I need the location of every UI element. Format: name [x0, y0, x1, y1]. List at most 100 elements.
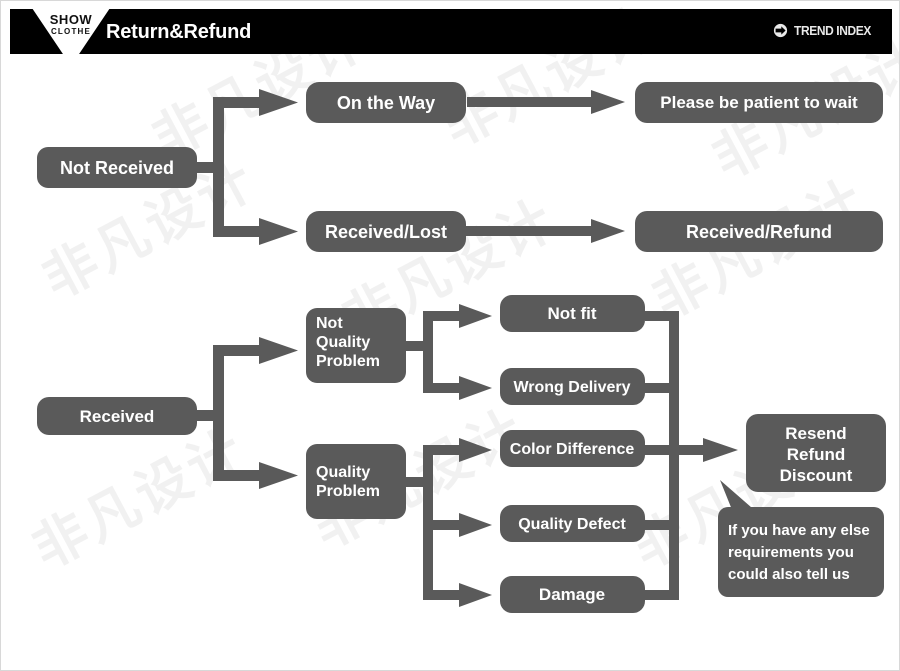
connector-line	[423, 383, 465, 393]
connector-line	[213, 97, 265, 108]
node-received-lost[interactable]: Received/Lost	[306, 211, 466, 252]
node-wrong-delivery[interactable]: Wrong Delivery	[500, 368, 645, 405]
page-title: Return&Refund	[106, 21, 252, 43]
node-box	[306, 82, 466, 123]
connector-line	[197, 162, 219, 173]
node-color-difference[interactable]: Color Difference	[500, 430, 645, 467]
node-label: Not fit	[547, 304, 596, 323]
connector-line	[406, 341, 428, 351]
node-label-line: Quality	[316, 464, 370, 481]
arrow-head	[259, 462, 298, 489]
node-label-line: Resend	[785, 424, 846, 443]
node-box	[635, 211, 883, 252]
arrow-head	[591, 219, 625, 243]
node-quality-defect[interactable]: Quality Defect	[500, 505, 645, 542]
node-label-line: Quality	[316, 334, 370, 351]
node-label-line: Problem	[316, 353, 380, 370]
callout-box	[718, 507, 884, 597]
arrow-head	[259, 337, 298, 364]
node-quality-problem[interactable]: Quality Problem	[306, 444, 406, 519]
node-label: Color Difference	[510, 441, 635, 458]
connector-line	[406, 477, 428, 487]
node-label: Received	[80, 407, 155, 426]
connector-line	[645, 590, 677, 600]
node-label: Not Received	[60, 158, 174, 178]
node-box	[500, 295, 645, 332]
node-label: Damage	[539, 585, 605, 604]
header-bar: SHOW CLOTHE Return&Refund TREND INDEX	[10, 9, 892, 54]
node-label-line: Problem	[316, 483, 380, 500]
connector-group-received-root	[197, 337, 298, 489]
connector-line	[423, 311, 465, 321]
node-box	[635, 82, 883, 123]
arrow-head	[459, 438, 492, 462]
node-label: Received/Lost	[325, 222, 447, 242]
node-label-line: Not	[316, 315, 343, 332]
node-on-the-way[interactable]: On the Way	[306, 82, 466, 123]
node-label: On the Way	[337, 93, 435, 113]
connector-line	[423, 445, 465, 455]
arrow-head	[259, 89, 298, 116]
connector-line	[213, 345, 224, 481]
node-not-quality-problem[interactable]: Not Quality Problem	[306, 308, 406, 383]
connector-line	[213, 97, 224, 237]
node-box	[746, 414, 886, 492]
connector-line	[467, 97, 597, 107]
node-box	[500, 505, 645, 542]
node-please-be-patient[interactable]: Please be patient to wait	[635, 82, 883, 123]
connector-line	[423, 311, 433, 393]
connector-line	[669, 445, 709, 455]
node-label-line: Refund	[787, 445, 846, 464]
connector-line	[645, 311, 677, 321]
trend-index-brand: TREND INDEX	[773, 23, 878, 38]
connector-group-not-quality	[406, 304, 492, 400]
connector-line	[457, 226, 597, 236]
connector-line	[213, 226, 265, 237]
connector-line	[213, 345, 265, 356]
arrow-head	[259, 218, 298, 245]
connector-group-quality	[406, 438, 492, 607]
node-not-received[interactable]: Not Received	[37, 147, 197, 188]
flowchart: Not Received On the Way Please be patien…	[37, 82, 886, 613]
node-resend-refund-discount[interactable]: Resend Refund Discount	[746, 414, 886, 492]
node-label: Please be patient to wait	[660, 93, 858, 112]
node-label-line: Discount	[780, 466, 853, 485]
node-box	[37, 397, 197, 435]
callout-line: could also tell us	[728, 566, 850, 583]
logo-top-text: SHOW	[49, 12, 93, 27]
brand-label: TREND INDEX	[794, 23, 872, 38]
section-received: Received Not Quality Problem Quality Pro…	[37, 295, 886, 613]
circle-arrow-icon	[774, 23, 788, 38]
node-received-refund[interactable]: Received/Refund	[635, 211, 883, 252]
node-box	[500, 368, 645, 405]
arrow-head	[459, 513, 492, 537]
arrow-head	[591, 90, 625, 114]
show-clothe-logo: SHOW CLOTHE	[32, 9, 110, 54]
node-box	[37, 147, 197, 188]
node-label: Wrong Delivery	[513, 379, 630, 396]
arrow-head	[703, 438, 738, 462]
node-box	[500, 576, 645, 613]
node-label: Received/Refund	[686, 222, 832, 242]
callout-requirements[interactable]: If you have any else requirements you co…	[718, 480, 884, 597]
node-box	[306, 444, 406, 519]
connector-line	[645, 383, 677, 393]
node-box	[306, 211, 466, 252]
callout-line: requirements you	[728, 544, 854, 561]
connector-line	[213, 470, 265, 481]
arrow-head	[459, 583, 492, 607]
connector-group-outcome-bus	[645, 311, 738, 600]
connector-line	[197, 410, 219, 421]
connector-group-not-received	[197, 89, 625, 245]
triangle-logo-icon	[32, 9, 110, 54]
node-not-fit[interactable]: Not fit	[500, 295, 645, 332]
connector-line	[669, 311, 679, 600]
arrow-head	[459, 376, 492, 400]
node-box	[306, 308, 406, 383]
arrow-head	[459, 304, 492, 328]
node-label: Quality Defect	[518, 516, 626, 533]
node-received[interactable]: Received	[37, 397, 197, 435]
connector-line	[645, 445, 677, 455]
node-damage[interactable]: Damage	[500, 576, 645, 613]
